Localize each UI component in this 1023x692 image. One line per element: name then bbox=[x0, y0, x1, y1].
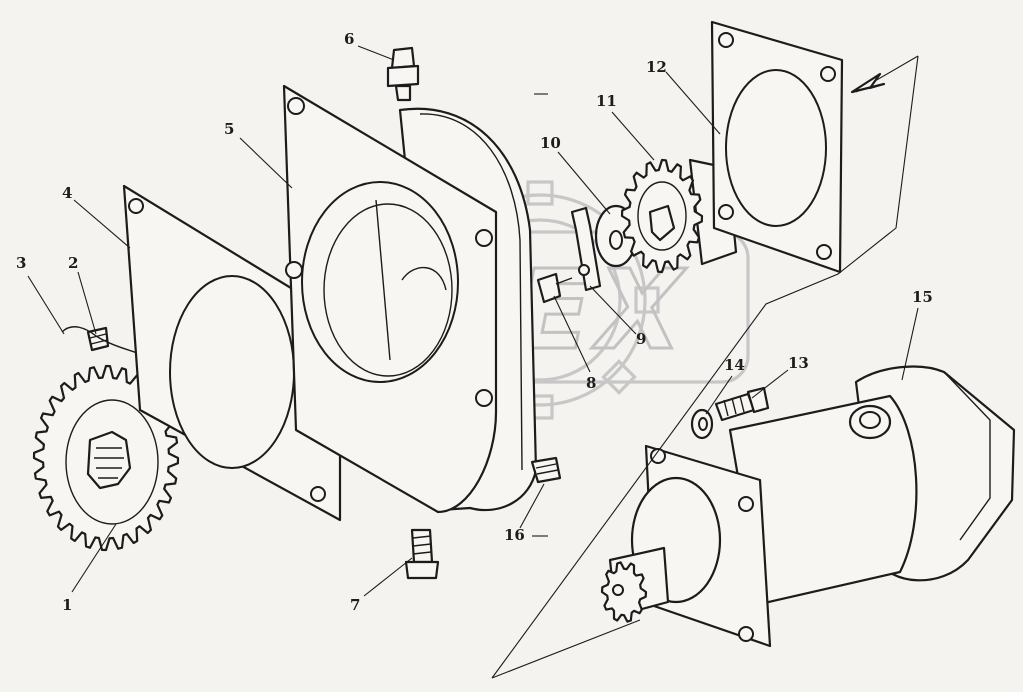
part-8-screw bbox=[536, 272, 573, 304]
leader-lines bbox=[27, 45, 919, 597]
callout-9: 9 bbox=[636, 330, 646, 348]
part-9-lock-plate bbox=[570, 206, 602, 292]
part-13-bolt bbox=[714, 386, 770, 422]
callout-2: 2 bbox=[68, 254, 78, 272]
part-14-spring-washer bbox=[690, 408, 714, 440]
callout-7: 7 bbox=[350, 596, 360, 614]
part-5-adapter-housing bbox=[282, 84, 538, 514]
callout-8: 8 bbox=[586, 374, 596, 392]
part-10-washer bbox=[594, 204, 638, 268]
part-4-gasket bbox=[122, 184, 342, 522]
part-3-wire bbox=[61, 326, 147, 357]
callout-11: 11 bbox=[596, 92, 617, 110]
part-6-fitting bbox=[386, 46, 420, 102]
part-15-hydraulic-motor bbox=[600, 365, 1016, 648]
part-12-gasket bbox=[710, 20, 844, 274]
callout-16: 16 bbox=[504, 526, 525, 544]
callout-12: 12 bbox=[646, 58, 667, 76]
part-16-plug bbox=[530, 456, 562, 484]
callout-1: 1 bbox=[62, 596, 72, 614]
callout-10: 10 bbox=[540, 134, 561, 152]
callout-15: 15 bbox=[912, 288, 933, 306]
direction-arrow-icon bbox=[850, 72, 886, 94]
callout-5: 5 bbox=[224, 120, 234, 138]
part-2-plug bbox=[86, 326, 110, 352]
callout-14: 14 bbox=[724, 356, 745, 374]
callout-6: 6 bbox=[344, 30, 354, 48]
callout-13: 13 bbox=[788, 354, 809, 372]
callout-3: 3 bbox=[16, 254, 26, 272]
callout-4: 4 bbox=[62, 184, 72, 202]
callout-labels: 1 2 3 4 5 6 7 8 9 10 11 12 13 14 15 16 bbox=[16, 30, 933, 614]
part-7-bolt bbox=[404, 528, 440, 580]
